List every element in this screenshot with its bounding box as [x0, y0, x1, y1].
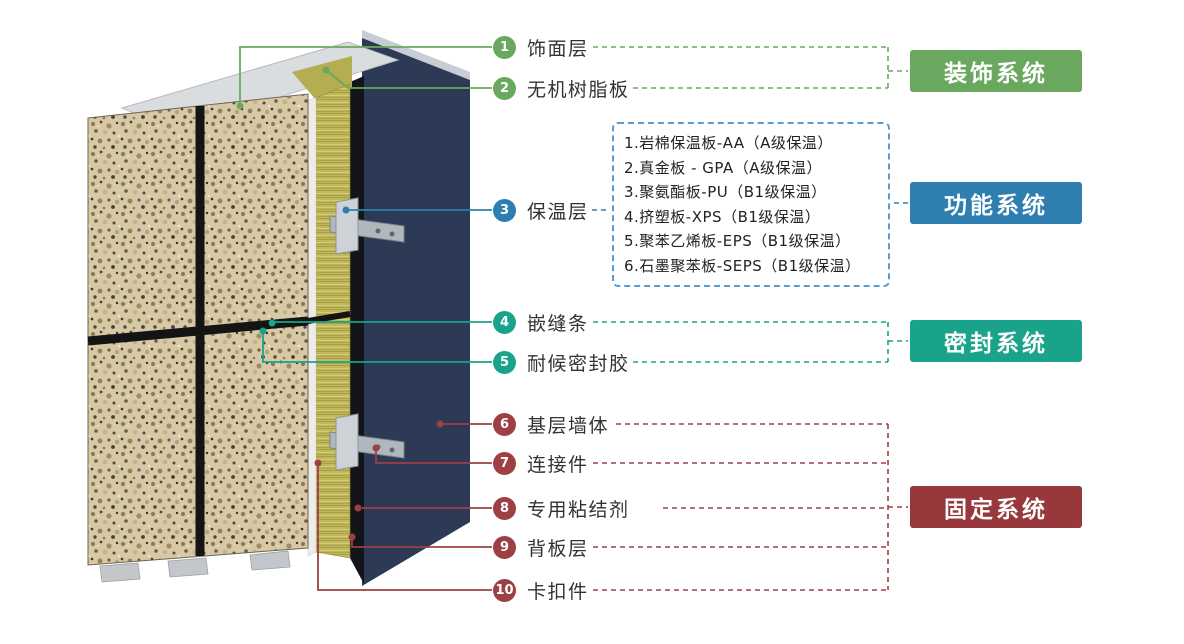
callout-6-number: 6 — [493, 412, 516, 436]
insulation-option-3: 3.聚氨酯板-PU（B1级保温） — [624, 183, 827, 201]
callout-1-label: 饰面层 — [527, 37, 589, 60]
system-box-function: 功能系统 — [910, 182, 1082, 224]
insulation-option-1: 1.岩棉保温板-AA（A级保温） — [624, 134, 833, 152]
callout-sealant: 5 耐候密封胶 — [493, 350, 630, 375]
base-wall — [362, 30, 470, 586]
insulation-option-2: 2.真金板 - GPA（A级保温） — [624, 158, 822, 177]
callout-connector: 7 连接件 — [493, 451, 589, 476]
callout-2-label: 无机树脂板 — [527, 78, 630, 101]
callout-10-label: 卡扣件 — [527, 580, 589, 603]
callout-back-panel: 9 背板层 — [493, 535, 589, 560]
callout-7-label: 连接件 — [527, 453, 589, 476]
callout-joint-strip: 4 嵌缝条 — [493, 310, 589, 335]
group-link-lines — [592, 46, 908, 591]
callout-8-number: 8 — [493, 496, 516, 520]
callout-3-label: 保温层 — [527, 200, 589, 223]
back-panel-strip — [307, 97, 317, 557]
callout-insulation-layer: 3 保温层 — [493, 198, 589, 223]
brackets — [329, 197, 405, 471]
callout-5-label: 耐候密封胶 — [527, 352, 630, 375]
system-box-fixing: 固定系统 — [910, 486, 1082, 528]
callout-4-label: 嵌缝条 — [527, 312, 589, 335]
callout-1-number: 1 — [493, 35, 516, 59]
insulation-option-5: 5.聚苯乙烯板-EPS（B1级保温） — [624, 232, 851, 250]
connector-lines — [236, 46, 492, 591]
callout-finish-layer: 1 饰面层 — [493, 35, 589, 60]
callout-9-label: 背板层 — [527, 537, 589, 560]
callout-3-number: 3 — [493, 198, 516, 222]
callout-adhesive: 8 专用粘结剂 — [493, 496, 630, 521]
insulation-option-6: 6.石墨聚苯板-SEPS（B1级保温） — [624, 256, 861, 275]
callout-base-wall: 6 基层墙体 — [493, 412, 610, 437]
callout-6-label: 基层墙体 — [527, 414, 610, 437]
callout-4-number: 4 — [493, 310, 516, 334]
callout-resin-board: 2 无机树脂板 — [493, 76, 630, 101]
bottom-clips — [99, 550, 291, 583]
callout-7-number: 7 — [493, 451, 516, 475]
insulation-options-box: 1.岩棉保温板-AA（A级保温） 2.真金板 - GPA（A级保温） 3.聚氨酯… — [612, 122, 890, 287]
callout-9-number: 9 — [493, 535, 516, 559]
system-box-decoration: 装饰系统 — [910, 50, 1082, 92]
insulation-option-4: 4.挤塑板-XPS（B1级保温） — [624, 207, 821, 226]
callout-5-number: 5 — [493, 350, 516, 374]
callout-clip-fastener: 10 卡扣件 — [493, 578, 589, 603]
callout-10-number: 10 — [493, 578, 516, 602]
callout-2-number: 2 — [493, 76, 516, 100]
callout-8-label: 专用粘结剂 — [527, 498, 630, 521]
system-box-sealing: 密封系统 — [910, 320, 1082, 362]
